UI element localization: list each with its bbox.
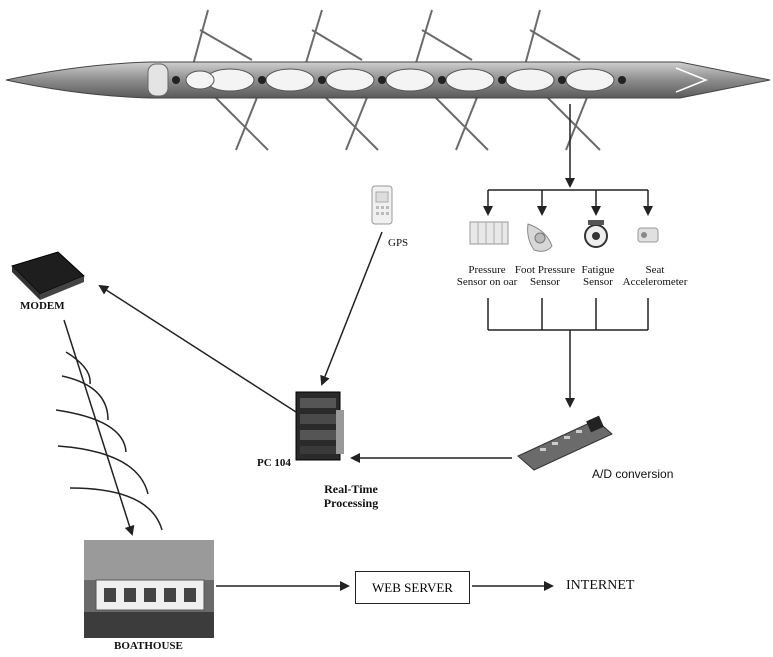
circuit-board-icon bbox=[518, 416, 612, 470]
boathouse-photo-icon bbox=[84, 540, 214, 638]
foot-pressure-sensor-icon bbox=[528, 224, 552, 251]
web-server-box: WEB SERVER bbox=[355, 571, 470, 604]
modem-label: MODEM bbox=[20, 300, 65, 312]
ad-conversion-label: A/D conversion bbox=[592, 468, 673, 480]
pressure-sensor-icon bbox=[470, 222, 508, 244]
gps-label: GPS bbox=[388, 237, 408, 249]
rowing-boat-icon bbox=[6, 10, 770, 150]
modem-icon bbox=[12, 252, 84, 300]
pc104-computer-icon bbox=[296, 392, 344, 460]
fatigue-sensor-icon bbox=[585, 220, 607, 247]
seat-accelerometer-icon bbox=[638, 228, 658, 242]
pc104-label: PC 104 bbox=[257, 457, 291, 469]
internet-label: INTERNET bbox=[566, 578, 634, 594]
radio-waves-icon bbox=[56, 352, 162, 530]
sensor-tree bbox=[488, 104, 648, 406]
boathouse-label: BOATHOUSE bbox=[114, 640, 183, 652]
gps-device-icon bbox=[372, 186, 392, 224]
